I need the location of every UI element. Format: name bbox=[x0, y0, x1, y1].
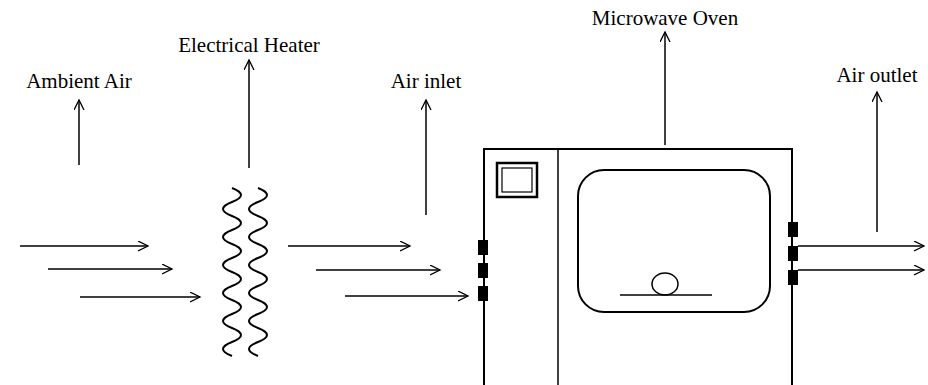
part-label: Air inlet bbox=[389, 71, 464, 92]
part-label: Microwave Oven bbox=[590, 8, 740, 29]
leader-arrows bbox=[79, 32, 877, 232]
part-label: Ambient Air bbox=[24, 71, 134, 92]
heater-coil bbox=[223, 188, 267, 356]
microwave-oven bbox=[478, 149, 798, 385]
airflow-arrows bbox=[20, 246, 924, 297]
coil-winding bbox=[223, 188, 241, 356]
part-label: Electrical Heater bbox=[176, 35, 322, 56]
coil-winding bbox=[249, 188, 267, 356]
part-label: Air outlet bbox=[834, 65, 919, 86]
